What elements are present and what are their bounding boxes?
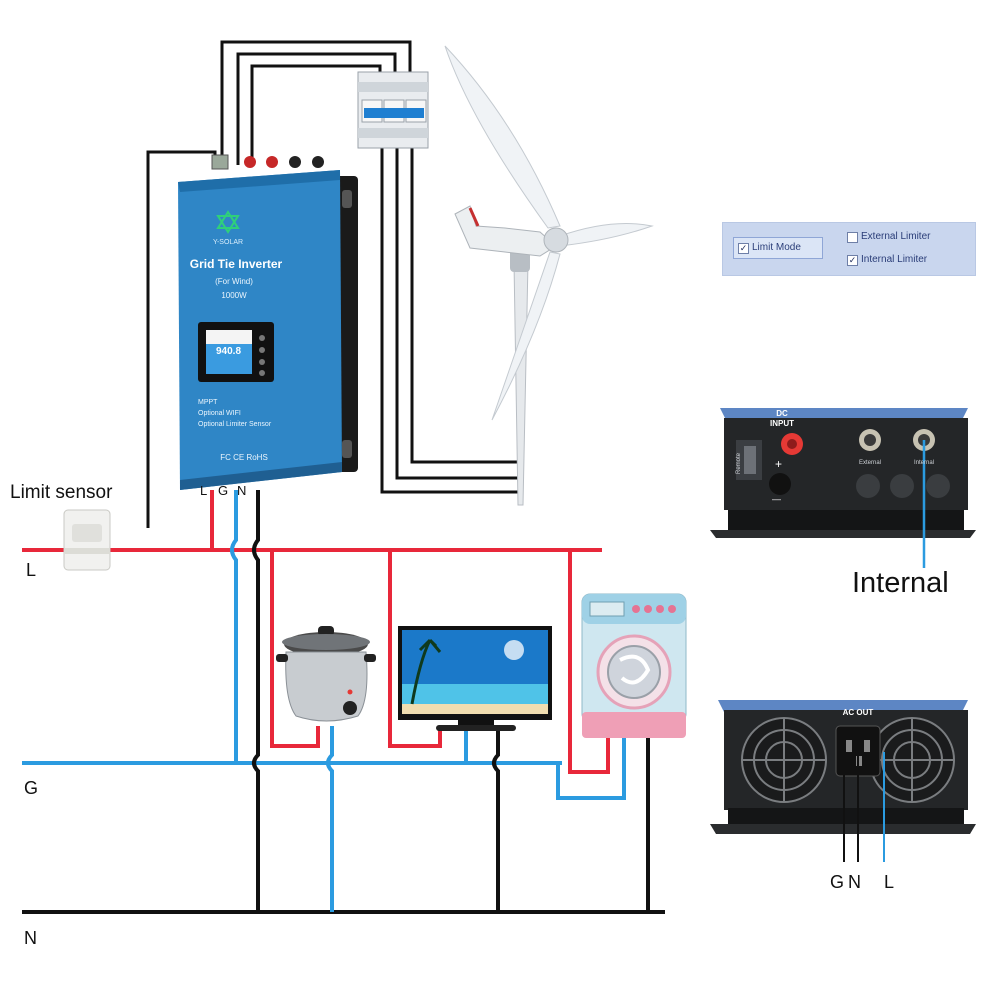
limit-sensor-label: Limit sensor (10, 482, 113, 503)
inverter-power: 1000W (221, 291, 247, 300)
slow-cooker (276, 626, 376, 722)
bus-g-label: G (24, 778, 38, 798)
dc-panel-external: External (859, 460, 881, 466)
inverter-display-value: 940.8 (216, 346, 241, 357)
limit-sensor-clamp (63, 509, 111, 571)
terminal-g-label: G (218, 483, 228, 498)
dc-wires-breaker-to-turbine (380, 148, 522, 494)
ac-callout-l: L (884, 872, 894, 892)
inverter-n-wire (252, 490, 260, 912)
inverter-feature-3: Optional Limiter Sensor (198, 421, 272, 428)
limit-mode-option[interactable]: ✓ Limit Mode (733, 237, 823, 259)
inverter-brand: Y-SOLAR (213, 239, 243, 246)
dc-input-panel (710, 408, 976, 568)
internal-limiter-label: Internal Limiter (861, 254, 928, 265)
limit-mode-label: Limit Mode (752, 242, 801, 253)
inverter-feature-2: Optional WIFI (198, 410, 241, 417)
wind-turbine (444, 45, 654, 506)
bus-l-label: L (26, 560, 36, 580)
inverter-g-wire (230, 490, 238, 763)
external-limiter-checkbox[interactable] (847, 232, 858, 243)
terminal-l-label: L (200, 483, 207, 498)
television (398, 626, 552, 731)
dc-panel-plus: + (775, 457, 782, 471)
inverter-feature-1: MPPT (198, 399, 218, 406)
limit-mode-checkbox[interactable]: ✓ (738, 243, 749, 254)
washing-machine (581, 593, 687, 738)
tv-n-wire (492, 726, 500, 912)
terminal-n-label: N (237, 483, 246, 498)
washer-l-wire (568, 550, 610, 774)
dc-panel-remote: Remote (736, 452, 742, 474)
dc-wires-inverter-to-breaker (220, 40, 412, 165)
ac-callout-n: N (848, 872, 861, 892)
dc-panel-title-1: DC (776, 409, 788, 418)
washer-g-wire (556, 738, 626, 800)
inverter-subtitle: (For Wind) (215, 277, 253, 286)
inverter-title: Grid Tie Inverter (190, 257, 283, 271)
dc-panel-callout: Internal (852, 567, 949, 599)
cooker-g-wire (326, 726, 334, 912)
ac-output-panel (710, 700, 976, 862)
inverter-cert: FC CE RoHS (220, 453, 268, 462)
internal-limiter-checkbox[interactable]: ✓ (847, 255, 858, 266)
grid-tie-inverter (178, 154, 358, 490)
ac-callout-g: G (830, 872, 844, 892)
cooker-l-wire (270, 550, 320, 748)
tv-l-wire (388, 550, 442, 748)
dc-panel-minus: — (772, 494, 781, 504)
dc-panel-title-2: INPUT (770, 419, 794, 428)
dc-breaker (357, 71, 429, 149)
limit-mode-settings-panel: ✓ Limit Mode External Limiter ✓ Internal… (722, 222, 976, 276)
external-limiter-label: External Limiter (861, 231, 931, 242)
dc-panel-internal: Internal (914, 460, 934, 466)
ac-panel-title: AC OUT (843, 708, 874, 717)
bus-n-label: N (24, 928, 37, 948)
